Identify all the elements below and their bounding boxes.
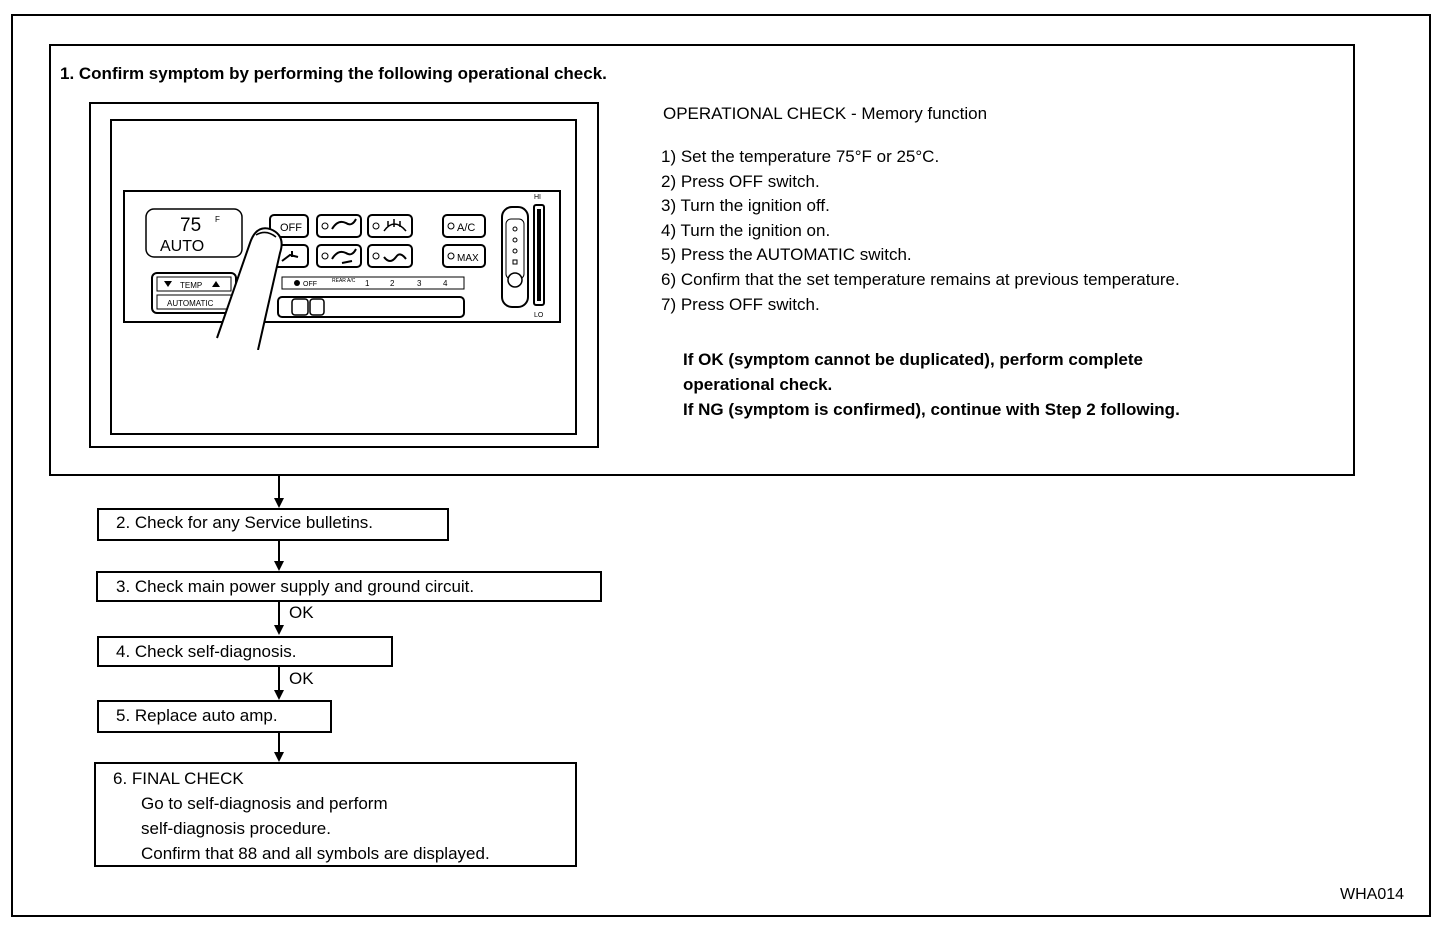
ac-button-label: A/C: [457, 222, 475, 234]
fan-off-label: OFF: [303, 281, 317, 288]
operational-check-heading: OPERATIONAL CHECK - Memory function: [663, 104, 988, 123]
fan-rear-ac-label: REAR A/C: [332, 278, 356, 284]
step5-label: 5. Replace auto amp.: [116, 706, 278, 725]
ok-label-3-4: OK: [289, 603, 314, 622]
temp-display-mode: AUTO: [160, 238, 204, 255]
connector-2-3: [278, 541, 280, 561]
step3-box: [96, 571, 602, 602]
fan-speed-labels-strip: [281, 276, 465, 290]
finger-pointer-icon: [216, 227, 283, 350]
temp-down-icon: [164, 281, 172, 287]
arrow-down-icon: [274, 561, 284, 571]
ac-button-drawing: [442, 214, 486, 238]
fan-slider-knob: [291, 298, 309, 316]
temp-display-value: 75: [180, 215, 201, 236]
figure-id: WHA014: [1340, 886, 1405, 903]
temp-switch-label: TEMP: [180, 281, 202, 290]
fan-speed-4-label: 4: [443, 279, 448, 288]
ac-control-panel-drawing: 75 F AUTO TEMP AUTOMATIC OFF A/C MAX OFF…: [123, 190, 561, 350]
fan-speed-2-label: 2: [390, 279, 395, 288]
arrow-down-icon: [274, 690, 284, 700]
operational-step: 2) Press OFF switch.: [661, 171, 820, 191]
off-button-label: OFF: [280, 222, 302, 234]
max-button-label: MAX: [457, 253, 479, 264]
step6-box: [94, 762, 577, 867]
max-button-drawing: [442, 244, 486, 268]
step2-box: [97, 508, 449, 541]
temp-display-unit: F: [215, 215, 220, 224]
step6-line: self-diagnosis procedure.: [141, 819, 331, 838]
operational-check-result: If OK (symptom cannot be duplicated), pe…: [683, 347, 1180, 422]
step1-title: 1. Confirm symptom by performing the fol…: [60, 64, 607, 83]
operational-step: 4) Turn the ignition on.: [661, 220, 831, 240]
step6-line: Go to self-diagnosis and perform: [141, 794, 388, 813]
operational-step: 5) Press the AUTOMATIC switch.: [661, 245, 912, 265]
step6-content: 6. FINAL CHECK Go to self-diagnosis and …: [113, 766, 490, 866]
connector-5-6: [278, 733, 280, 753]
result-line: operational check.: [683, 375, 833, 394]
step3-label: 3. Check main power supply and ground ci…: [116, 577, 475, 596]
arrow-down-icon: [274, 498, 284, 508]
connector-4-5: [278, 667, 280, 690]
operational-step: 1) Set the temperature 75°F or 25°C.: [661, 147, 940, 166]
fan-speed-3-label: 3: [417, 279, 422, 288]
result-line: If OK (symptom cannot be duplicated), pe…: [683, 350, 1143, 369]
bilevel-mode-button-drawing: [316, 244, 362, 268]
temp-up-icon: [212, 281, 220, 287]
ok-label-4-5: OK: [289, 669, 314, 688]
vent-mode-button-drawing: [316, 214, 362, 238]
hi-label: HI: [534, 194, 541, 201]
operational-check-steps: 1) Set the temperature 75°F or 25°C. 2) …: [661, 145, 1180, 317]
temp-display: [145, 208, 243, 258]
operational-step: 6) Confirm that the set temperature rema…: [661, 269, 1180, 289]
step2-label: 2. Check for any Service bulletins.: [116, 513, 374, 532]
lo-label: LO: [534, 312, 544, 319]
step5-box: [97, 700, 332, 733]
connector-1-2: [278, 476, 280, 498]
off-button-drawing: [269, 214, 309, 238]
step6-title: 6. FINAL CHECK: [113, 769, 244, 788]
arrow-down-icon: [274, 752, 284, 762]
step6-line: Confirm that 88 and all symbols are disp…: [141, 844, 490, 863]
fan-speed-1-label: 1: [365, 279, 370, 288]
result-line: If NG (symptom is confirmed), continue w…: [683, 400, 1180, 419]
operational-step: 7) Press OFF switch.: [661, 294, 820, 314]
arrow-down-icon: [274, 625, 284, 635]
automatic-switch-label: AUTOMATIC: [167, 299, 214, 308]
step4-label: 4. Check self-diagnosis.: [116, 642, 297, 661]
floor-defrost-button-drawing: [367, 244, 413, 268]
step4-box: [97, 636, 393, 667]
operational-step: 3) Turn the ignition off.: [661, 196, 830, 216]
connector-3-4: [278, 602, 280, 625]
